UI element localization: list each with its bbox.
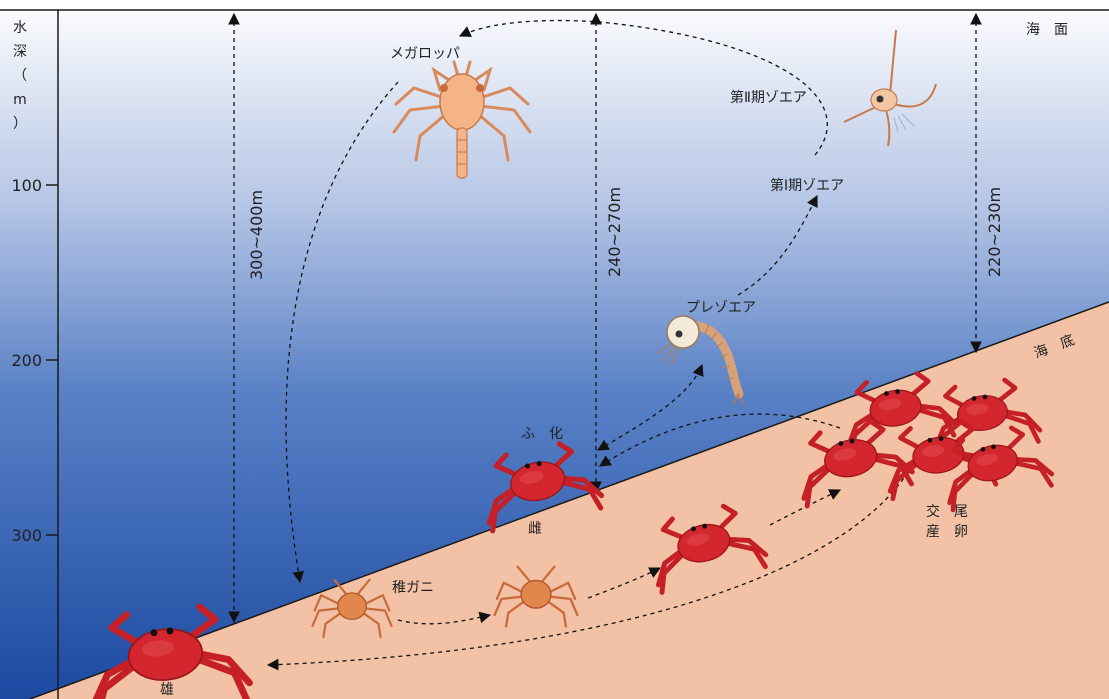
depth-tick-label: 200 bbox=[11, 351, 42, 370]
axis-title-char: m bbox=[13, 92, 27, 108]
female-label: 雌 bbox=[528, 521, 542, 537]
depth-tick-label: 100 bbox=[11, 176, 42, 195]
axis-title-char: 深 bbox=[13, 44, 27, 60]
juvenile-label: 稚ガニ bbox=[392, 580, 434, 596]
male-label: 雄 bbox=[160, 682, 174, 698]
depth-tick-label: 300 bbox=[11, 526, 42, 545]
axis-title-char: ） bbox=[13, 116, 27, 132]
prezoea-label: プレゾエア bbox=[686, 300, 756, 316]
range-label-240-270: 240~270m bbox=[605, 187, 624, 277]
range-label-220-230: 220~230m bbox=[985, 187, 1004, 277]
hatching-label: ふ 化 bbox=[521, 426, 563, 442]
range-label-300-400: 300~400m bbox=[247, 190, 266, 280]
zoea2-label: 第Ⅱ期ゾエア bbox=[730, 89, 807, 106]
zoea1-label: 第Ⅰ期ゾエア bbox=[770, 177, 844, 194]
axis-title-char: 水 bbox=[13, 20, 27, 36]
mating-label: 交 尾 bbox=[926, 503, 968, 520]
megalopa-label: メガロッパ bbox=[390, 46, 460, 62]
axis-title-char: （ bbox=[13, 68, 27, 84]
sea-surface-label: 海 面 bbox=[1026, 22, 1068, 38]
spawning-label: 産 卵 bbox=[926, 524, 968, 540]
